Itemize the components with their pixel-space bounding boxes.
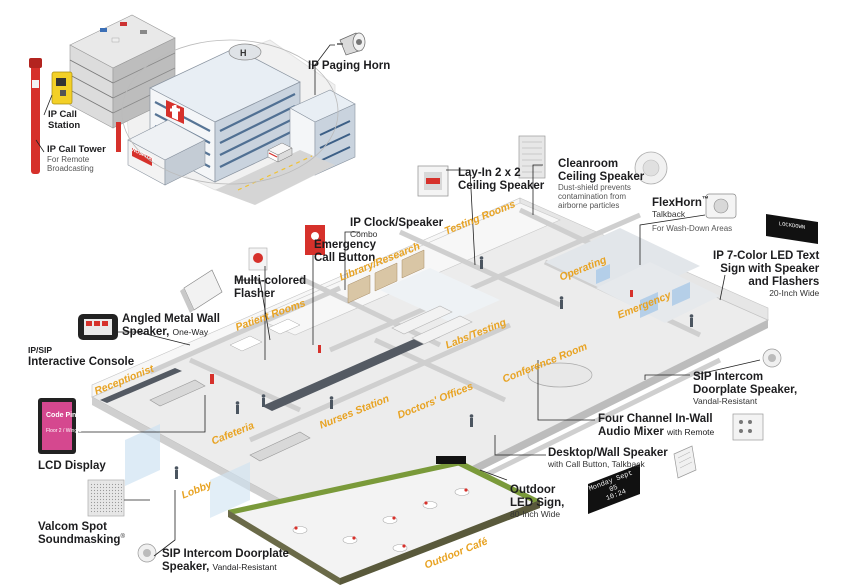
doorplate-bottom-label: SIP Intercom Doorplate Speaker, Vandal-R… — [162, 548, 289, 574]
cleanroom-sub-1: Dust-shield prevents — [558, 182, 631, 192]
emergency-title-2: Call Button — [314, 251, 376, 264]
lcd-screen-line2: Floor 2 / Wing B — [46, 428, 82, 434]
cleanroom-title-1: Cleanroom — [558, 158, 619, 170]
soundmasking-reg: ® — [120, 534, 125, 541]
call-tower-device — [29, 58, 42, 174]
flexhorn-label: FlexHorn™ Talkback For Wash-Down Areas — [652, 196, 732, 234]
flexhorn-sub: Talkback — [652, 208, 686, 219]
ip-clock-title: IP Clock/Speaker — [350, 217, 444, 229]
led-sign-sub: 20-Inch Wide — [769, 287, 820, 298]
flexhorn-sub2: For Wash-Down Areas — [652, 224, 733, 234]
paging-horn-device — [337, 32, 366, 56]
leader-lines — [35, 44, 761, 557]
lay-in-speaker-title-2: Ceiling Speaker — [458, 179, 545, 192]
call-station-device — [51, 71, 73, 105]
flasher-title-2: Flasher — [234, 287, 275, 300]
interactive-console-device — [78, 314, 118, 340]
angled-speaker-device — [180, 269, 223, 313]
soundmasking-title-1: Valcom Spot — [38, 521, 108, 533]
lcd-screen-line1: Code Pink — [46, 412, 81, 419]
call-station-title: IP Call Station — [48, 109, 81, 131]
soundmasking-title-2: Soundmasking — [38, 533, 121, 546]
angled-speaker-label: Angled Metal Wall Speaker, One-Way — [122, 313, 220, 339]
ambulance — [267, 142, 293, 163]
call-tower-title: IP Call Tower — [47, 144, 106, 155]
desktop-speaker-label: Desktop/Wall Speaker with Call Button, T… — [548, 447, 668, 469]
ip-clock-sub: Combo — [350, 228, 378, 239]
outdoor-cafe-area — [228, 460, 540, 585]
flexhorn-device — [705, 193, 737, 219]
doorplate-right-label: SIP Intercom Doorplate Speaker, Vandal-R… — [693, 371, 797, 406]
outdoor-led-sub: 80-Inch Wide — [510, 508, 561, 519]
svg-text:H: H — [240, 48, 247, 58]
hospital-campus: H — [69, 14, 356, 205]
cleanroom-speaker-device — [518, 135, 668, 185]
lcd-display-device — [38, 398, 76, 454]
doorplate-right-device — [762, 348, 782, 368]
flasher-label: Multi-colored Flasher — [234, 275, 306, 301]
doorplate-bottom-sub: Vandal-Resistant — [212, 561, 277, 572]
call-tower-label: IP Call Tower For Remote Broadcasting — [47, 144, 112, 174]
doorplate-right-title-2: Doorplate Speaker, — [693, 383, 798, 396]
angled-speaker-sub: One-Way — [172, 326, 209, 337]
cleanroom-sub-3: airborne particles — [558, 200, 620, 210]
ip-clock-device — [305, 225, 325, 255]
audio-mixer-device — [732, 413, 764, 441]
soundmasking-device — [87, 479, 125, 517]
audio-mixer-title-1: Four Channel In-Wall — [598, 413, 713, 425]
outdoor-led-device — [588, 464, 640, 514]
doorplate-right-sub: Vandal-Resistant — [693, 395, 758, 406]
desktop-speaker-device — [673, 445, 697, 479]
call-tower-sub: For Remote Broadcasting — [47, 154, 94, 173]
doorplate-bottom-title-2: Speaker, — [162, 560, 210, 573]
soundmasking-label: Valcom Spot Soundmasking® — [38, 521, 125, 547]
desktop-speaker-title: Desktop/Wall Speaker — [548, 447, 668, 459]
outdoor-led-title-2: LED Sign, — [510, 496, 565, 509]
led-sign-installed — [436, 456, 466, 464]
angled-speaker-title-2: Speaker, — [122, 325, 170, 338]
angled-speaker-title-1: Angled Metal Wall — [122, 313, 220, 325]
flexhorn-title: FlexHorn — [652, 196, 702, 209]
lcd-display-title: LCD Display — [38, 460, 106, 472]
led-sign-title-2: Sign with Speaker — [720, 262, 820, 275]
cleanroom-title-2: Ceiling Speaker — [558, 170, 645, 183]
ip-clock-label: IP Clock/Speaker Combo — [350, 217, 443, 239]
outdoor-led-label: Outdoor LED Sign, 80-Inch Wide — [510, 484, 564, 519]
paging-horn-title: IP Paging Horn — [308, 60, 391, 72]
audio-mixer-label: Four Channel In-Wall Audio Mixer with Re… — [598, 413, 714, 439]
console-title-2: Interactive Console — [28, 355, 135, 368]
doorplate-bottom-title-1: SIP Intercom Doorplate — [162, 548, 289, 560]
led-sign-label: IP 7-Color LED Text Sign with Speaker an… — [713, 250, 819, 298]
audio-mixer-title-2: Audio Mixer — [598, 425, 664, 438]
doorplate-right-title-1: SIP Intercom — [693, 371, 764, 383]
lay-in-speaker-label: Lay-In 2 x 2 Ceiling Speaker — [458, 167, 544, 193]
audio-mixer-sub: with Remote — [667, 426, 715, 437]
paging-horn-label: IP Paging Horn — [308, 60, 390, 73]
emergency-button-device — [248, 247, 268, 271]
lay-in-speaker-title-1: Lay-In 2 x 2 — [458, 167, 521, 179]
flasher-title-1: Multi-colored — [234, 275, 307, 287]
doorplate-bottom-device — [137, 543, 157, 563]
emergency-button-label: Emergency Call Button — [314, 239, 376, 265]
outdoor-led-title-1: Outdoor — [510, 484, 556, 496]
interactive-console-label: IP/SIP Interactive Console — [28, 345, 135, 368]
flexhorn-tm: ™ — [701, 196, 709, 203]
desktop-speaker-sub: with Call Button, Talkback — [548, 458, 645, 469]
led-sign-device — [766, 214, 818, 244]
led-sign-title-1: IP 7-Color LED Text — [713, 250, 820, 262]
console-title-1: IP/SIP — [28, 345, 53, 355]
lay-in-speaker-device — [417, 165, 449, 197]
call-station-label: IP Call Station — [48, 109, 82, 131]
cleanroom-sub-2: contamination from — [558, 191, 627, 201]
emergency-title-1: Emergency — [314, 239, 377, 251]
lcd-display-label: LCD Display — [38, 460, 106, 473]
cleanroom-speaker-label: Cleanroom Ceiling Speaker Dust-shield pr… — [558, 158, 644, 211]
led-sign-title-3: and Flashers — [748, 275, 820, 288]
